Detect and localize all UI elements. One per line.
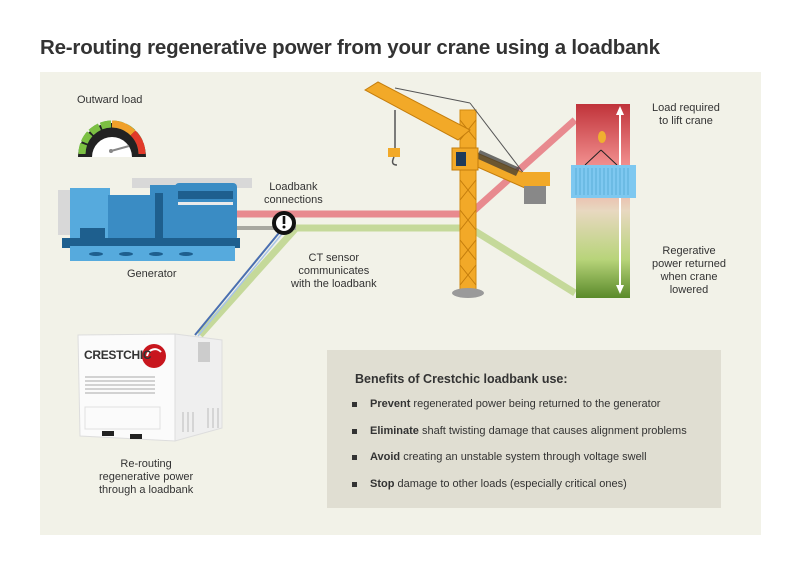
benefit-keyword: Eliminate xyxy=(370,424,419,437)
loadbank-caption: Re-routing regenerative power through a … xyxy=(99,458,193,497)
warning-node-icon xyxy=(272,211,296,235)
benefit-keyword: Avoid xyxy=(370,451,401,463)
loadbank-caption-line-3: through a loadbank xyxy=(99,484,194,496)
benefit-keyword: Stop xyxy=(370,477,395,490)
benefit-item: Stop damage to other loads (especially c… xyxy=(352,478,687,505)
ct-sensor-line-3: with the loadbank xyxy=(291,278,377,290)
benefit-text: shaft twisting damage that causes alignm… xyxy=(418,424,687,437)
page-title: Re-routing regenerative power from your … xyxy=(40,36,660,59)
loadbank-connections-label: Loadbank connections xyxy=(264,181,323,207)
generator-label: Generator xyxy=(127,268,177,280)
load-required-line-2: to lift crane xyxy=(659,115,713,127)
benefits-heading: Benefits of Crestchic loadbank use: xyxy=(355,372,568,386)
benefit-text: creating an unstable system through volt… xyxy=(400,451,647,463)
regen-line-3: when crane xyxy=(660,271,718,283)
benefit-keyword: Prevent xyxy=(370,398,411,410)
benefit-text: damage to other loads (especially critic… xyxy=(394,477,627,490)
bullet-icon xyxy=(352,402,357,407)
regen-line-2: power returned xyxy=(652,258,726,270)
gauge-icon xyxy=(78,120,146,157)
loadbank-caption-line-2: regenerative power xyxy=(99,471,194,483)
loadbank-connections-line-2: connections xyxy=(264,194,323,206)
outward-load-label: Outward load xyxy=(77,94,143,106)
regen-line-4: lowered xyxy=(669,284,709,296)
benefit-item: Eliminate shaft twisting damage that cau… xyxy=(352,425,687,452)
benefit-text: regenerated power being returned to the … xyxy=(410,398,661,410)
blue-sensor-cable xyxy=(194,227,287,337)
regen-line-1: Regerative xyxy=(662,245,716,257)
ct-sensor-line-2: communicates xyxy=(298,265,370,277)
bullet-icon xyxy=(352,455,357,460)
load-required-label: Load required to lift crane xyxy=(652,102,720,128)
regen-returned-label: Regerative power returned when crane low… xyxy=(652,245,726,297)
loadbank-caption-line-1: Re-routing xyxy=(120,458,172,470)
bullet-icon xyxy=(352,481,357,487)
container-icon xyxy=(571,131,636,198)
loadbank-unit-icon xyxy=(77,333,223,442)
load-required-line-1: Load required xyxy=(652,102,720,114)
red-flow-line xyxy=(236,117,578,218)
crane-icon xyxy=(363,81,550,298)
generator-icon xyxy=(58,178,252,261)
benefit-item: Prevent regenerated power being returned… xyxy=(352,398,687,425)
benefits-box: Benefits of Crestchic loadbank use: Prev… xyxy=(327,350,721,508)
bullet-icon xyxy=(352,428,357,434)
benefits-list: Prevent regenerated power being returned… xyxy=(352,398,687,504)
benefit-item: Avoid creating an unstable system throug… xyxy=(352,451,687,478)
green-flow-line xyxy=(197,224,577,338)
brand-logo: CRESTCHIC xyxy=(84,348,152,362)
loadbank-connections-line-1: Loadbank xyxy=(269,181,318,193)
ct-sensor-label: CT sensor communicates with the loadbank xyxy=(291,252,377,291)
ct-sensor-line-1: CT sensor xyxy=(308,252,360,264)
